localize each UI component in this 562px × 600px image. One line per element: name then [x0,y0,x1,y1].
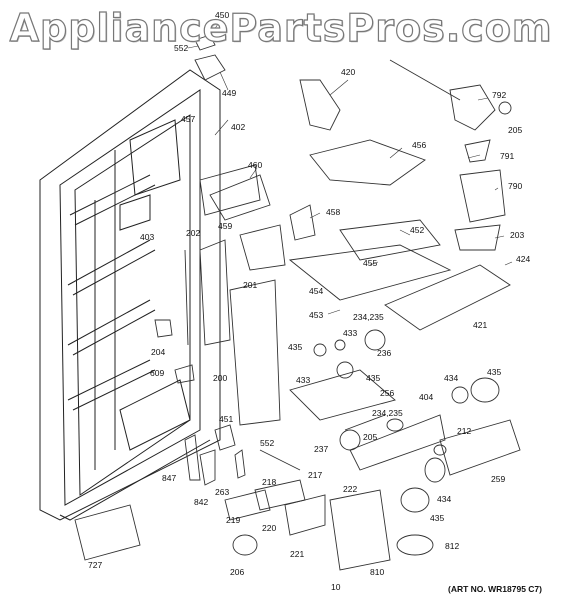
part-label: 459 [218,221,232,231]
part-label: 205 [508,125,522,135]
part-label: 402 [231,122,245,132]
part-label: 456 [412,140,426,150]
part-label: 451 [219,414,233,424]
part-label: 449 [222,88,236,98]
part-label: 435 [487,367,501,377]
part-label: 433 [296,375,310,385]
part-label: 792 [492,90,506,100]
parts-drawings [74,34,521,571]
part-label: 810 [370,567,384,577]
part-label: 237 [314,444,328,454]
part-label: 201 [243,280,257,290]
part-label: 842 [194,497,208,507]
part-label: 609 [150,368,164,378]
part-label: 204 [151,347,165,357]
part-label: 727 [88,560,102,570]
part-label: 217 [308,470,322,480]
part-label: 435 [366,373,380,383]
part-label: 454 [309,286,323,296]
leader-lines [187,23,513,315]
part-label: 256 [380,388,394,398]
refrigerator-case-drawing [39,69,221,521]
part-label: 205 [363,432,377,442]
part-label: 221 [290,549,304,559]
part-label: 847 [162,473,176,483]
watermark: AppliancePartsPros.com [9,5,553,50]
part-label: 421 [473,320,487,330]
part-label: 434 [437,494,451,504]
part-label: 812 [445,541,459,551]
part-label: 200 [213,373,227,383]
part-label: 790 [508,181,522,191]
part-label: 435 [288,342,302,352]
part-label: 202 [186,228,200,238]
part-label: 453 [309,310,323,320]
part-label: 791 [500,151,514,161]
part-label: 203 [510,230,524,240]
part-label: 206 [230,567,244,577]
part-label: 458 [326,207,340,217]
part-label: 452 [410,225,424,235]
part-label: 234,235 [372,408,403,418]
part-label: 212 [457,426,471,436]
part-label: 218 [262,477,276,487]
part-label: 403 [140,232,154,242]
part-label: 434 [444,373,458,383]
part-label: 455 [363,258,377,268]
part-labels: 450 552 449 420 792 205 457 402 456 791 … [88,10,530,592]
part-label: 219 [226,515,240,525]
part-label: 420 [341,67,355,77]
art-number: (ART NO. WR18795 C7) [448,584,542,594]
part-label: 404 [419,392,433,402]
part-label: 263 [215,487,229,497]
part-label: 424 [516,254,530,264]
part-label: 433 [343,328,357,338]
part-label: 222 [343,484,357,494]
part-label: 259 [491,474,505,484]
part-label: 457 [181,114,195,124]
part-label: 552 [174,43,188,53]
part-label: 234,235 [353,312,384,322]
part-label: 450 [215,10,229,20]
part-label: 220 [262,523,276,533]
part-label: 10 [331,582,341,592]
part-label: 460 [248,160,262,170]
part-label: 435 [430,513,444,523]
part-label: 552 [260,438,274,448]
part-label: 236 [377,348,391,358]
